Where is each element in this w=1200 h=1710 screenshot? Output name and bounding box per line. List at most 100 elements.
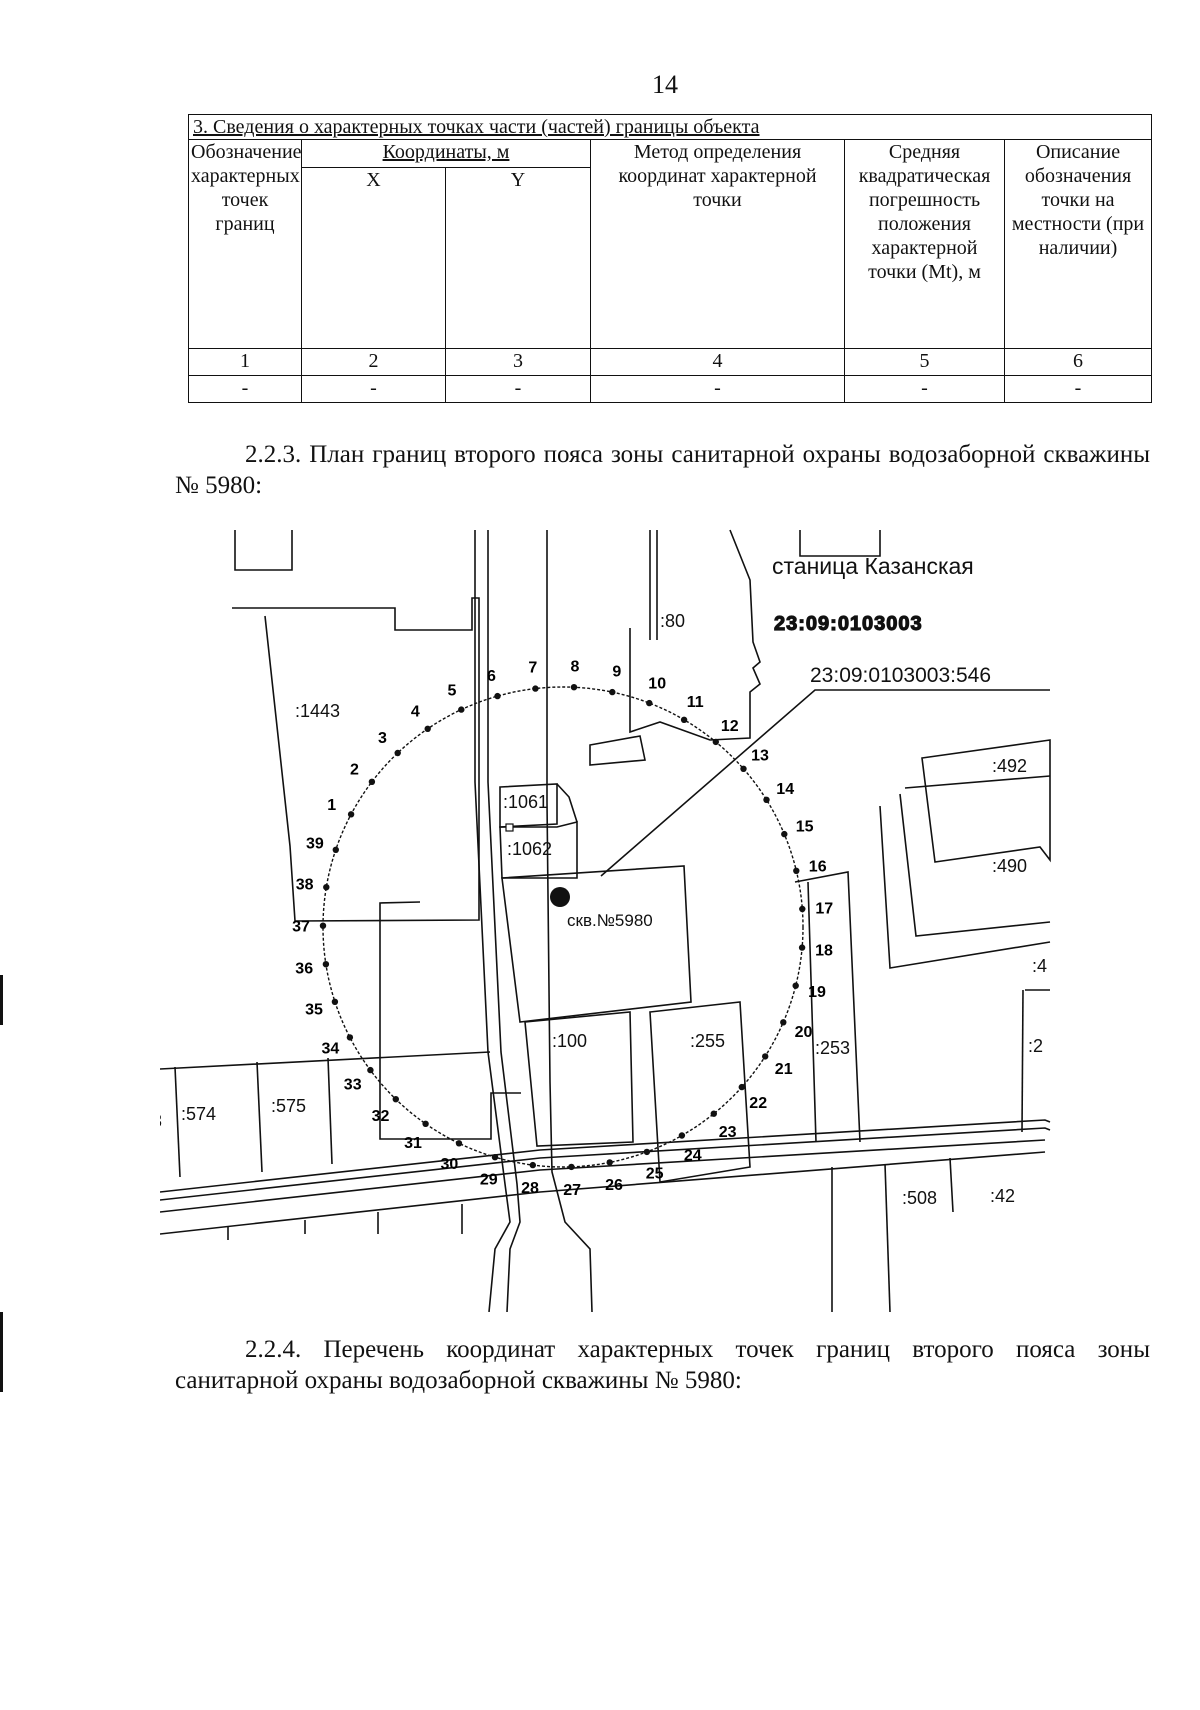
paragraph-plan-heading: 2.2.3. План границ второго пояса зоны са… <box>175 441 1150 499</box>
parcel-label: :1443 <box>295 701 340 721</box>
column-number: 4 <box>590 348 845 376</box>
boundary-point-dot <box>606 1159 613 1166</box>
boundary-point-label: 8 <box>571 658 580 675</box>
boundary-point-dot <box>646 699 653 707</box>
boundary-point-label: 16 <box>809 859 827 876</box>
parcel-outline <box>556 783 578 823</box>
survey-marker <box>505 823 514 832</box>
boundary-point-label: 1 <box>327 797 336 814</box>
boundary-point-dot <box>346 1034 354 1041</box>
boundary-point-label: 28 <box>521 1180 539 1197</box>
table-caption: 3. Сведения о характерных точках части (… <box>187 114 1153 140</box>
boundary-point-label: 32 <box>372 1108 390 1125</box>
boundary-point-dot <box>491 1154 499 1161</box>
boundary-point-dot <box>738 1083 745 1091</box>
boundary-point-label: 39 <box>306 836 324 853</box>
parcel-label: :42 <box>990 1186 1015 1206</box>
well-label: скв.№5980 <box>567 911 653 930</box>
parcel-outline <box>499 783 558 828</box>
boundary-point-label: 22 <box>749 1095 767 1112</box>
parcel-outline <box>949 1157 954 1213</box>
parcel-outline <box>160 1151 1046 1235</box>
parcel-outline <box>649 1001 751 1183</box>
zone-boundary-circle <box>322 686 804 1168</box>
header-method: Метод определения координат характерной … <box>590 139 845 349</box>
parcel-outline <box>524 1011 634 1147</box>
road-line <box>546 530 593 1312</box>
boundary-point-dot <box>710 1110 717 1117</box>
scan-edge-mark <box>0 975 3 1025</box>
scan-edge-mark <box>0 1312 3 1392</box>
parcel-outline <box>160 1139 1046 1213</box>
boundary-point-dot <box>568 1163 575 1171</box>
boundary-point-dot <box>332 846 339 853</box>
header-x: X <box>301 167 446 349</box>
parcel-outline <box>921 739 1051 863</box>
boundary-point-label: 17 <box>815 900 833 917</box>
parcel-outline <box>327 1057 333 1165</box>
boundary-point-dot <box>323 884 330 891</box>
parcel-outline <box>174 1066 181 1178</box>
parcel-outline <box>899 793 1051 937</box>
parcel-label: :574 <box>181 1104 216 1124</box>
boundary-point-label: 19 <box>808 984 826 1001</box>
boundary-point-dot <box>781 830 788 838</box>
table-cell: - <box>301 375 446 403</box>
boundary-point-dot <box>319 922 327 929</box>
table-cell: - <box>188 375 302 403</box>
parcel-outline <box>589 735 646 766</box>
boundary-point-dot <box>458 706 465 713</box>
parcel-label: :575 <box>271 1096 306 1116</box>
boundary-point-dot <box>322 961 330 968</box>
parcel-label: :4 <box>1032 956 1047 976</box>
boundary-point-label: 34 <box>322 1041 340 1058</box>
boundary-point-label: 38 <box>296 877 314 894</box>
settlement-label: станица Казанская <box>772 553 974 579</box>
boundary-point-label: 2 <box>350 762 359 779</box>
boundary-point-label: 37 <box>292 919 310 936</box>
boundary-point-label: 31 <box>404 1135 422 1152</box>
column-number: 3 <box>445 348 591 376</box>
header-y: Y <box>445 167 591 349</box>
parcel-outline <box>799 530 881 557</box>
boundary-point-label: 25 <box>646 1166 664 1183</box>
boundary-point-label: 23 <box>719 1124 737 1141</box>
parcel-label: :492 <box>992 756 1027 776</box>
boundary-point-label: 24 <box>684 1148 702 1165</box>
table-cell: - <box>844 375 1005 403</box>
boundary-point-dot <box>532 685 539 692</box>
boundary-point-label: 6 <box>487 668 496 685</box>
road-line <box>487 530 521 1312</box>
boundary-point-dot <box>529 1161 536 1169</box>
table-cell: - <box>590 375 845 403</box>
column-number: 2 <box>301 348 446 376</box>
boundary-point-dot <box>392 1096 399 1103</box>
parcel-outline <box>160 1119 1051 1193</box>
table-cell: - <box>1003 375 1153 403</box>
parcel-label: :255 <box>690 1031 725 1051</box>
parcel-label: :1061 <box>503 792 548 812</box>
column-number: 5 <box>844 348 1005 376</box>
characteristic-points-table: 3. Сведения о характерных точках части (… <box>187 114 1153 403</box>
parcel-outline <box>160 1051 491 1070</box>
boundary-point-label: 7 <box>528 660 537 677</box>
parcel-outline <box>256 1061 263 1173</box>
boundary-point-dot <box>762 1053 769 1060</box>
boundary-point-dot <box>798 944 806 951</box>
parcel-outline <box>499 820 578 879</box>
boundary-point-dot <box>793 867 800 874</box>
boundary-point-label: 15 <box>796 819 814 836</box>
road-line <box>474 530 511 1312</box>
parcel-outline <box>234 530 293 571</box>
parcel-outline <box>807 881 817 1143</box>
parcel-label: :508 <box>902 1188 937 1208</box>
table-cell: - <box>445 375 591 403</box>
boundary-point-label: 27 <box>563 1182 581 1199</box>
boundary-point-label: 10 <box>648 676 666 693</box>
boundary-point-dot <box>394 749 401 757</box>
boundary-point-dot <box>368 778 376 785</box>
boundary-point-dot <box>792 982 799 989</box>
boundary-point-dot <box>455 1140 463 1147</box>
